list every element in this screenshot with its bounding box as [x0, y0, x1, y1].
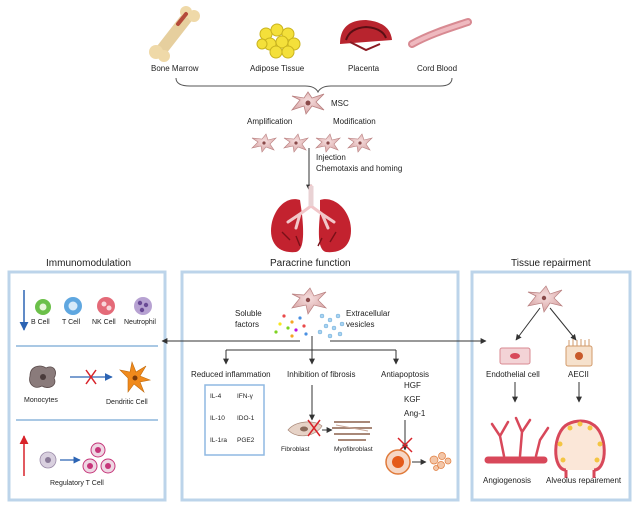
injection-label: Injection	[316, 153, 346, 162]
chemotaxis-label: Chemotaxis and homing	[316, 164, 403, 173]
reduced-inflammation-label: Reduced inflammation	[191, 370, 271, 379]
il4-label: IL-4	[210, 393, 222, 400]
b-cell-icon	[35, 299, 51, 315]
bone-marrow-label: Bone Marrow	[151, 64, 199, 73]
paracrine-panel	[180, 270, 460, 502]
immunomodulation-heading: Immunomodulation	[46, 258, 132, 269]
block-cross-icon	[85, 369, 97, 385]
paracrine-heading: Paracrine function	[270, 258, 351, 269]
t-cell-label: T Cell	[62, 319, 81, 326]
neutrophil-icon	[134, 297, 152, 315]
dendritic-cell-icon	[119, 360, 152, 393]
adipose-tissue-icon	[256, 23, 301, 59]
endothelial-cell-label: Endothelial cell	[486, 370, 540, 379]
lungs-icon	[271, 184, 351, 253]
kgf-label: KGF	[404, 395, 421, 404]
angiogenesis-icon	[484, 416, 550, 464]
apoptotic-cell-icon	[429, 452, 452, 471]
soluble-label-2: factors	[235, 320, 260, 329]
aecii-label: AECII	[568, 370, 589, 379]
paracrine-msc-icon	[291, 287, 328, 315]
t-cell-icon	[64, 297, 82, 315]
modification-label: Modification	[333, 117, 376, 126]
nk-cell-icon	[97, 297, 115, 315]
il10-label: IL-10	[210, 415, 225, 422]
neutrophil-label: Neutrophil	[124, 319, 156, 326]
pge2-label: PGE2	[237, 437, 255, 444]
placenta-label: Placenta	[348, 64, 380, 73]
alveolus-label: Alveolus repairement	[546, 476, 622, 485]
regulatory-t-cell-label: Regulatory T Cell	[50, 480, 104, 487]
amplified-cells	[251, 133, 373, 153]
endothelial-cell-icon	[499, 347, 531, 365]
extracellular-label-2: vesicles	[346, 320, 375, 329]
tissue-repair-heading: Tissue repairment	[511, 258, 591, 269]
monocyte-icon	[29, 365, 56, 388]
extracellular-vesicles-dots	[317, 313, 345, 339]
ang1-label: Ang-1	[404, 409, 426, 418]
repair-msc-icon	[527, 285, 564, 313]
extracellular-label-1: Extracellular	[346, 309, 391, 318]
dendritic-cell-label: Dendritic Cell	[106, 399, 148, 406]
nk-cell-label: NK Cell	[92, 319, 116, 326]
angiogenesis-label: Angiogenosis	[483, 476, 532, 485]
ido-label: IDO-1	[237, 415, 255, 422]
adipose-tissue-label: Adipose Tissue	[250, 64, 305, 73]
immunomodulation-panel	[7, 270, 167, 502]
inhibition-fibrosis-label: Inhibition of fibrosis	[287, 370, 356, 379]
msc-label: MSC	[331, 99, 349, 108]
il1ra-label: IL-1ra	[210, 437, 227, 444]
soluble-factors-dots	[274, 314, 308, 338]
fibrosis-block-icon	[307, 419, 321, 437]
fibroblast-label: Fibroblast	[281, 446, 310, 453]
hgf-label: HGF	[404, 381, 421, 390]
t-cell-precursor-icon	[39, 451, 57, 469]
b-cell-label: B Cell	[31, 319, 50, 326]
msc-cell-icon	[290, 91, 325, 115]
cytokine-box	[204, 384, 265, 456]
antiapoptosis-label: Antiapoptosis	[381, 370, 430, 379]
healthy-cell-icon	[385, 449, 411, 475]
aecii-icon	[565, 339, 593, 367]
amplification-label: Amplification	[247, 117, 293, 126]
tissue-repair-panel	[470, 270, 632, 502]
regulatory-t-cell-icon	[82, 442, 116, 474]
bone-marrow-icon	[149, 6, 200, 62]
fibroblast-icon	[287, 421, 323, 437]
sources-bracket	[175, 77, 453, 94]
placenta-icon	[340, 20, 392, 52]
monocytes-label: Monocytes	[24, 397, 58, 404]
ifn-label: IFN-γ	[237, 393, 253, 400]
myofibroblast-label: Myofibroblast	[334, 446, 373, 453]
soluble-label-1: Soluble	[235, 309, 262, 318]
alveolus-icon	[554, 419, 606, 478]
cord-blood-label: Cord Blood	[417, 64, 458, 73]
cord-blood-icon	[408, 18, 472, 48]
myofibroblast-icon	[332, 421, 372, 441]
